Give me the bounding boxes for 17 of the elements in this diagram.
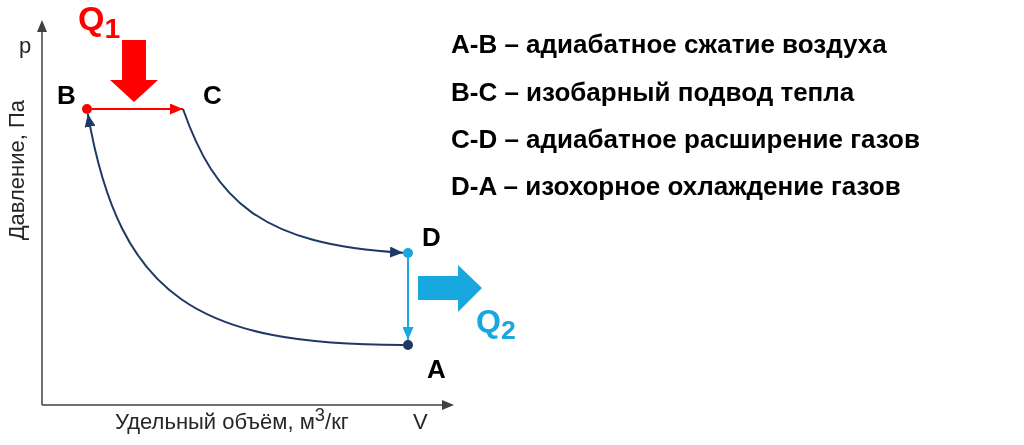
point-label: C [203, 82, 222, 108]
point-label: B [57, 82, 76, 108]
process-description: D-A – изохорное охлаждение газов [451, 172, 901, 201]
arrow [91, 103, 184, 115]
arrow [402, 257, 414, 341]
curved-arrow [85, 112, 404, 346]
axis-label: V [413, 410, 428, 435]
heat-label: Q$_{1}$ [78, 0, 121, 38]
process-description: C-D – адиабатное расширение газов [451, 125, 920, 154]
point-label: D [422, 224, 441, 250]
process-description: B-C – изобарный подвод тепла [451, 78, 855, 107]
heat-label: Q$_{2}$ [476, 304, 516, 340]
axis-label: p [19, 34, 32, 59]
process-description: A-B – адиабатное сжатие воздуха [451, 30, 887, 59]
curved-arrow [182, 108, 404, 258]
axis-title: Давление, Па [5, 100, 30, 241]
point-label: A [427, 356, 446, 382]
